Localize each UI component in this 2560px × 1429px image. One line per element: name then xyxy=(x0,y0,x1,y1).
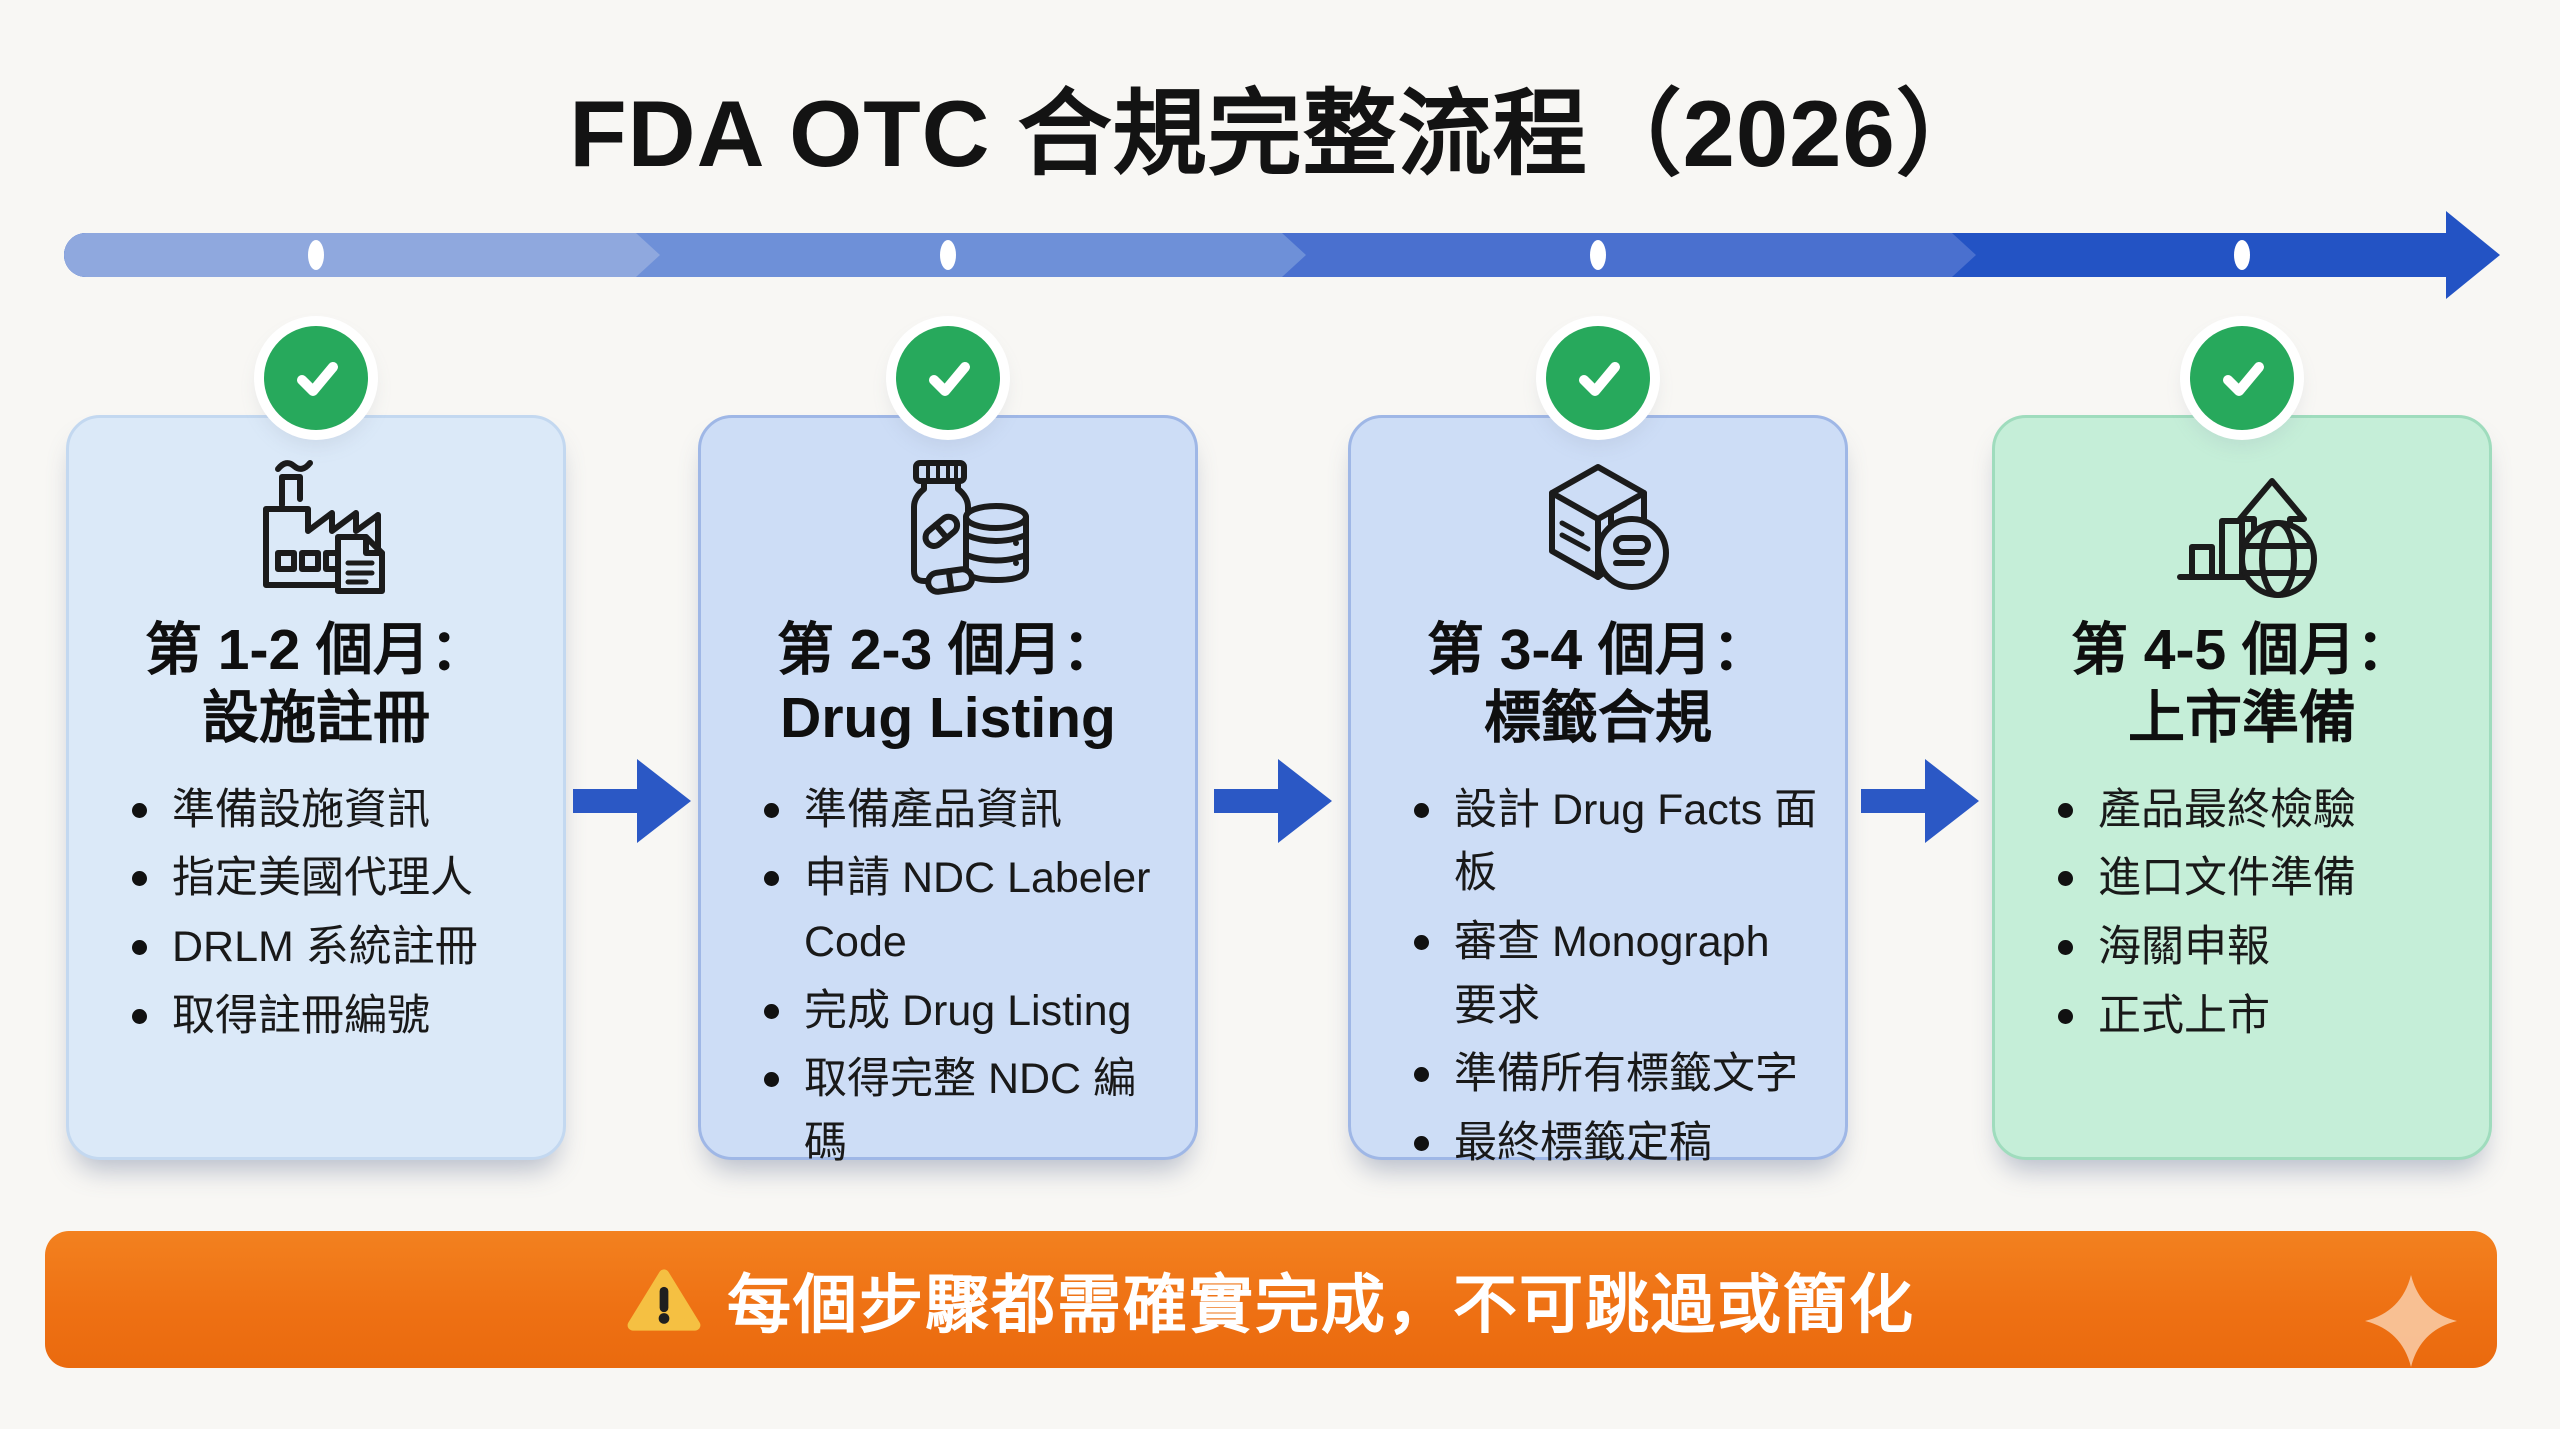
step-item: 申請 NDC Labeler Code xyxy=(760,847,1172,974)
step-heading: 第 3-4 個月： 標籤合規 xyxy=(1351,616,1845,753)
check-circle-icon xyxy=(264,326,368,430)
warning-text: 每個步驟都需確實完成，不可跳過或簡化 xyxy=(727,1268,1915,1341)
warning-icon xyxy=(627,1268,701,1331)
growth-globe-icon xyxy=(1995,444,2489,612)
flow-arrow-icon xyxy=(1214,759,1332,843)
pill-bottle-database-icon xyxy=(701,444,1195,612)
step-item-list: 產品最終檢驗 進口文件準備 海關申報 正式上市 xyxy=(2008,779,2476,1049)
step-item: 審查 Monograph 要求 xyxy=(1410,911,1822,1038)
step-item-list: 準備產品資訊 申請 NDC Labeler Code 完成 Drug Listi… xyxy=(714,779,1182,1176)
step-heading: 第 4-5 個月： 上市準備 xyxy=(1995,616,2489,753)
step-heading: 第 2-3 個月： Drug Listing xyxy=(701,616,1195,753)
flow-arrow-icon xyxy=(573,759,691,843)
check-circle-icon xyxy=(2190,326,2294,430)
step-name: Drug Listing xyxy=(780,686,1116,751)
step-item: 完成 Drug Listing xyxy=(760,980,1172,1044)
sparkle-icon xyxy=(2365,1275,2457,1367)
timeline-milestone-dot xyxy=(308,240,324,270)
step-period: 第 4-5 個月： xyxy=(2070,618,2414,682)
flow-arrow-icon xyxy=(1861,759,1979,843)
timeline-bar xyxy=(64,233,2450,277)
timeline-milestone-dot xyxy=(940,240,956,270)
step-card-label-compliance: 第 3-4 個月： 標籤合規 設計 Drug Facts 面板 審查 Monog… xyxy=(1348,326,1848,1167)
step-heading: 第 1-2 個月： 設施註冊 xyxy=(69,616,563,753)
step-item: 準備產品資訊 xyxy=(760,779,1172,843)
timeline-milestone-dot xyxy=(2234,240,2250,270)
step-item: 海關申報 xyxy=(2054,916,2466,980)
step-period: 第 2-3 個月： xyxy=(776,618,1120,682)
step-item: 進口文件準備 xyxy=(2054,847,2466,911)
check-circle-icon xyxy=(896,326,1000,430)
step-period: 第 1-2 個月： xyxy=(144,618,488,682)
step-name: 上市準備 xyxy=(2128,686,2356,751)
step-card-drug-listing: 第 2-3 個月： Drug Listing 準備產品資訊 申請 NDC Lab… xyxy=(698,326,1198,1167)
step-item: 最終標籤定稿 xyxy=(1410,1112,1822,1176)
step-item: DRLM 系統註冊 xyxy=(128,916,540,980)
step-item: 準備所有標籤文字 xyxy=(1410,1043,1822,1107)
step-card-facility-registration: 第 1-2 個月： 設施註冊 準備設施資訊 指定美國代理人 DRLM 系統註冊 … xyxy=(66,326,566,1160)
step-item: 設計 Drug Facts 面板 xyxy=(1410,779,1822,906)
step-name: 設施註冊 xyxy=(202,686,430,751)
step-card-launch-preparation: 第 4-5 個月： 上市準備 產品最終檢驗 進口文件準備 海關申報 正式上市 xyxy=(1992,326,2492,1160)
step-item: 指定美國代理人 xyxy=(128,847,540,911)
timeline-arrowhead-icon xyxy=(2446,211,2500,299)
step-name: 標籤合規 xyxy=(1484,686,1712,751)
package-label-icon xyxy=(1351,444,1845,612)
timeline-segment xyxy=(64,233,660,277)
step-item: 準備設施資訊 xyxy=(128,779,540,843)
step-item: 正式上市 xyxy=(2054,985,2466,1049)
step-item: 取得完整 NDC 編碼 xyxy=(760,1048,1172,1175)
check-circle-icon xyxy=(1546,326,1650,430)
factory-document-icon xyxy=(69,444,563,612)
step-item-list: 準備設施資訊 指定美國代理人 DRLM 系統註冊 取得註冊編號 xyxy=(82,779,550,1049)
step-period: 第 3-4 個月： xyxy=(1426,618,1770,682)
step-item-list: 設計 Drug Facts 面板 審查 Monograph 要求 準備所有標籤文… xyxy=(1364,779,1832,1176)
warning-banner: 每個步驟都需確實完成，不可跳過或簡化 xyxy=(45,1231,2497,1368)
step-item: 取得註冊編號 xyxy=(128,985,540,1049)
page-title: FDA OTC 合規完整流程（2026） xyxy=(569,81,1991,186)
timeline-milestone-dot xyxy=(1590,240,1606,270)
step-item: 產品最終檢驗 xyxy=(2054,779,2466,843)
